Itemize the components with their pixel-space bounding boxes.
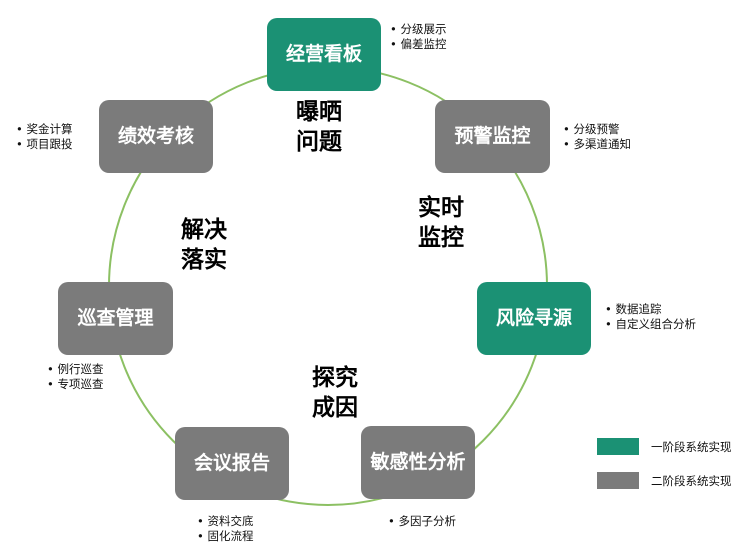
bullet-item: 分级展示 <box>390 22 446 37</box>
node-mingan-fenxi[interactable]: 敏感性分析 <box>361 426 475 499</box>
phase-tanjiu-chengyin: 探究 成因 <box>305 363 365 423</box>
bullet-item: 多因子分析 <box>388 514 456 529</box>
bullet-item: 专项巡查 <box>47 377 103 392</box>
legend-swatch-gray <box>597 472 639 489</box>
bullets-yujing: 分级预警 多渠道通知 <box>563 122 631 152</box>
phase-line: 问题 <box>296 129 342 155</box>
node-huiyi-baogao[interactable]: 会议报告 <box>175 427 289 500</box>
bullets-mingan: 多因子分析 <box>388 514 456 529</box>
bullet-item: 自定义组合分析 <box>605 317 696 332</box>
bullet-item: 多渠道通知 <box>563 137 631 152</box>
phase-jiejue-luoshi: 解决 落实 <box>174 215 234 275</box>
legend-phase1: 一阶段系统实现 <box>597 438 732 455</box>
phase-line: 探究 <box>312 365 358 391</box>
phase-line: 解决 <box>181 217 227 243</box>
bullet-item: 奖金计算 <box>16 122 72 137</box>
bullet-item: 数据追踪 <box>605 302 696 317</box>
phase-line: 监控 <box>418 225 464 251</box>
legend-swatch-green <box>597 438 639 455</box>
bullets-jixiao: 奖金计算 项目跟投 <box>16 122 72 152</box>
legend-phase2: 二阶段系统实现 <box>597 472 732 489</box>
bullets-huiyi: 资料交底 固化流程 <box>197 514 253 544</box>
node-yujing-jiankong[interactable]: 预警监控 <box>435 100 550 173</box>
legend-label: 一阶段系统实现 <box>651 439 732 454</box>
phase-line: 成因 <box>312 395 358 421</box>
phase-line: 实时 <box>418 195 464 221</box>
node-xuncha-guanli[interactable]: 巡查管理 <box>58 282 173 355</box>
bullet-item: 例行巡查 <box>47 362 103 377</box>
phase-shishi-jiankong: 实时 监控 <box>411 193 471 253</box>
node-fengxian-xunyuan[interactable]: 风险寻源 <box>477 282 591 355</box>
phase-baoshai-wenti: 曝晒 问题 <box>289 97 349 157</box>
bullet-item: 项目跟投 <box>16 137 72 152</box>
bullet-item: 偏差监控 <box>390 37 446 52</box>
bullet-item: 资料交底 <box>197 514 253 529</box>
bullet-item: 分级预警 <box>563 122 631 137</box>
legend-label: 二阶段系统实现 <box>651 473 732 488</box>
phase-line: 落实 <box>181 247 227 273</box>
bullets-jingying: 分级展示 偏差监控 <box>390 22 446 52</box>
bullets-fengxian: 数据追踪 自定义组合分析 <box>605 302 696 332</box>
bullet-item: 固化流程 <box>197 529 253 544</box>
node-jixiao-kaohe[interactable]: 绩效考核 <box>99 100 213 173</box>
phase-line: 曝晒 <box>296 99 342 125</box>
bullets-xuncha: 例行巡查 专项巡查 <box>47 362 103 392</box>
node-jingying-kanban[interactable]: 经营看板 <box>267 18 381 91</box>
